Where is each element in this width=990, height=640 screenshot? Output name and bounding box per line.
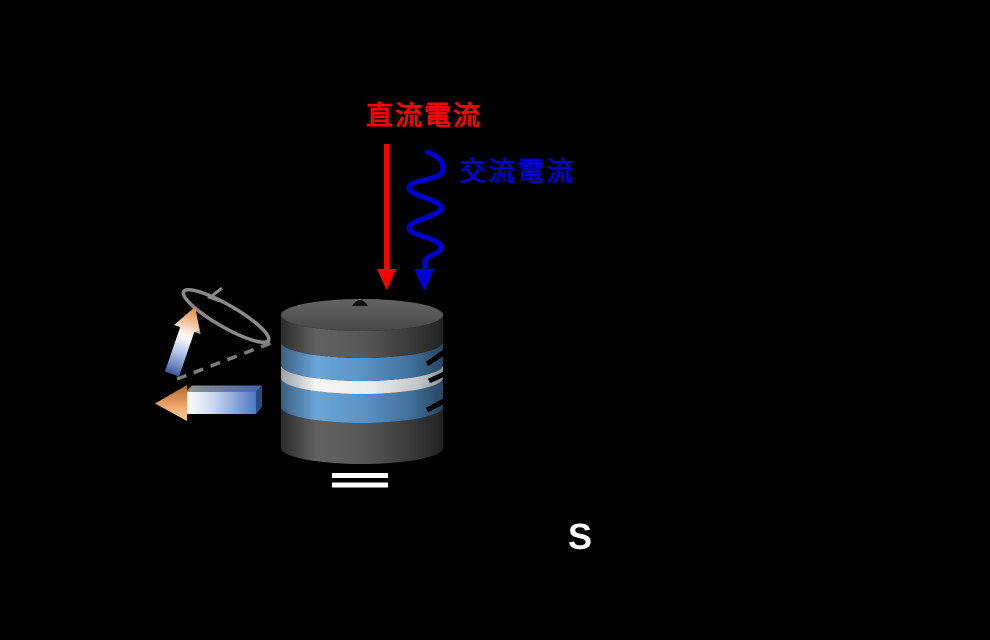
dc-current-label: 直流電流 <box>366 101 482 131</box>
leader-line-upper-magnet <box>425 344 454 367</box>
precession-direction-chevron <box>206 286 224 304</box>
layer-top-electrode <box>281 315 443 358</box>
moment-arrow-head <box>174 306 201 335</box>
moment-arrow-bevel <box>179 330 201 377</box>
layer-lower-magnet <box>281 378 443 423</box>
layer-spacer <box>281 365 443 394</box>
pillar-top-cap <box>281 299 443 331</box>
fixed-arrow-shaft <box>186 392 256 414</box>
ac-current-wave-arrow-icon <box>406 149 446 291</box>
fixed-arrow-head <box>155 385 187 421</box>
fixed-layer-moment-arrow-icon <box>155 385 262 421</box>
point-contact-dome <box>352 300 368 306</box>
moment-arrow-shaft <box>164 326 195 377</box>
magnet-south-pole-label: S <box>568 516 592 557</box>
precession-orbit-icon <box>181 286 271 345</box>
ac-arrow-head <box>414 269 434 291</box>
oscillator-pillar <box>281 299 454 464</box>
ac-current-label: 交流電流 <box>459 156 575 187</box>
precession-ellipse <box>181 287 271 345</box>
ac-wave-shaft <box>406 149 446 273</box>
layer-bottom-electrode <box>281 407 443 464</box>
leader-line-spacer <box>427 368 453 384</box>
ground-bar-2 <box>332 482 388 488</box>
free-layer-moment-arrow-icon <box>164 306 201 377</box>
layer-upper-magnet <box>281 342 443 381</box>
fixed-arrow-top-face <box>186 385 262 392</box>
dc-arrow-head <box>377 269 396 290</box>
fixed-arrow-end-face <box>256 385 262 414</box>
leader-line-lower-magnet <box>425 394 454 413</box>
ground-symbol-icon <box>332 473 388 488</box>
dc-current-arrow-icon <box>377 144 396 290</box>
layer-leader-lines <box>425 344 454 413</box>
ground-bar-1 <box>332 473 388 478</box>
